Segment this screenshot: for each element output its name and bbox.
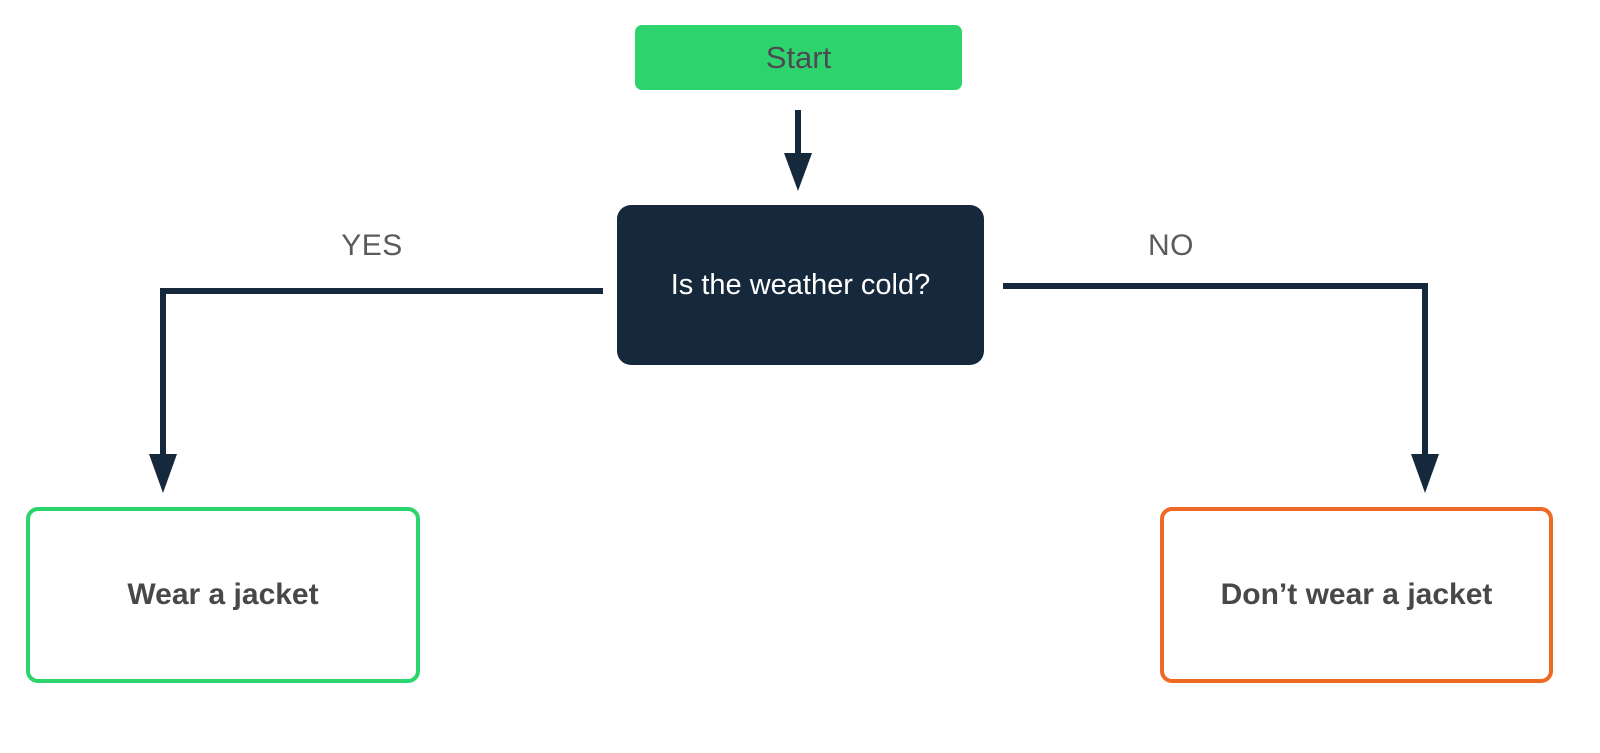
arrowhead-down-icon — [149, 454, 177, 493]
no-result-node: Don’t wear a jacket — [1160, 507, 1553, 683]
no-edge-label: NO — [1148, 229, 1194, 262]
connector-line — [1003, 283, 1428, 458]
no-result-label: Don’t wear a jacket — [1220, 578, 1493, 611]
yes-edge-label: YES — [341, 229, 403, 262]
arrowhead-down-icon — [1411, 454, 1439, 493]
connector-line — [160, 288, 603, 458]
start-node: Start — [635, 25, 962, 90]
decision-node: Is the weather cold? — [617, 205, 984, 365]
start-node-label: Start — [765, 39, 832, 75]
edge-start-to-decision — [784, 110, 812, 191]
edge-decision-to-no — [1003, 283, 1439, 493]
arrowhead-down-icon — [784, 153, 812, 191]
decision-node-label: Is the weather cold? — [670, 268, 931, 301]
yes-result-node: Wear a jacket — [26, 507, 420, 683]
edge-decision-to-yes — [149, 288, 603, 493]
yes-result-label: Wear a jacket — [127, 578, 319, 611]
